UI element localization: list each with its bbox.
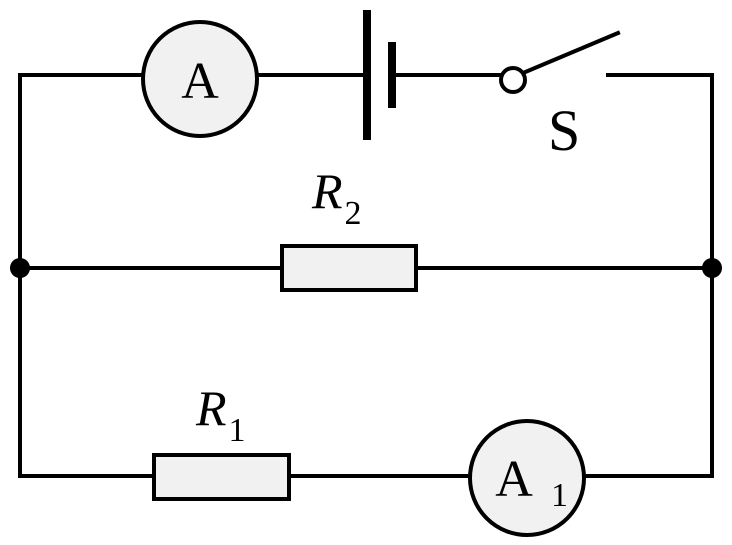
resistor-r2: R2 [280,163,418,292]
resistor-r1-label: R1 [195,380,246,449]
ammeter-main-symbol: A [181,53,219,110]
switch: S [499,30,621,163]
ammeter-main-circle [141,20,259,138]
resistor-r1: R1 [152,380,291,501]
resistor-r2-subscript: 2 [345,195,362,232]
resistor-r2-symbol: R [311,163,343,219]
resistor-r1-subscript: 1 [229,412,246,449]
ammeter-main-label: A [181,53,219,110]
resistor-r1-body [152,453,291,501]
switch-label: S [548,98,580,163]
resistor-r2-body [280,244,418,292]
battery [363,10,396,140]
resistor-r1-symbol: R [195,380,227,436]
ammeter-branch-label: A [495,451,533,508]
right-junction-node [702,258,722,278]
ammeter-branch-subscript: 1 [551,477,568,514]
ammeter-branch-circle [468,419,586,537]
ammeter-branch: A 1 [468,419,586,537]
ammeter-main: A [141,20,259,138]
switch-pivot [499,66,527,94]
switch-lever [520,30,621,76]
left-junction-node [10,258,30,278]
resistor-r2-label: R2 [311,163,362,232]
ammeter-branch-symbol: A [495,451,533,508]
